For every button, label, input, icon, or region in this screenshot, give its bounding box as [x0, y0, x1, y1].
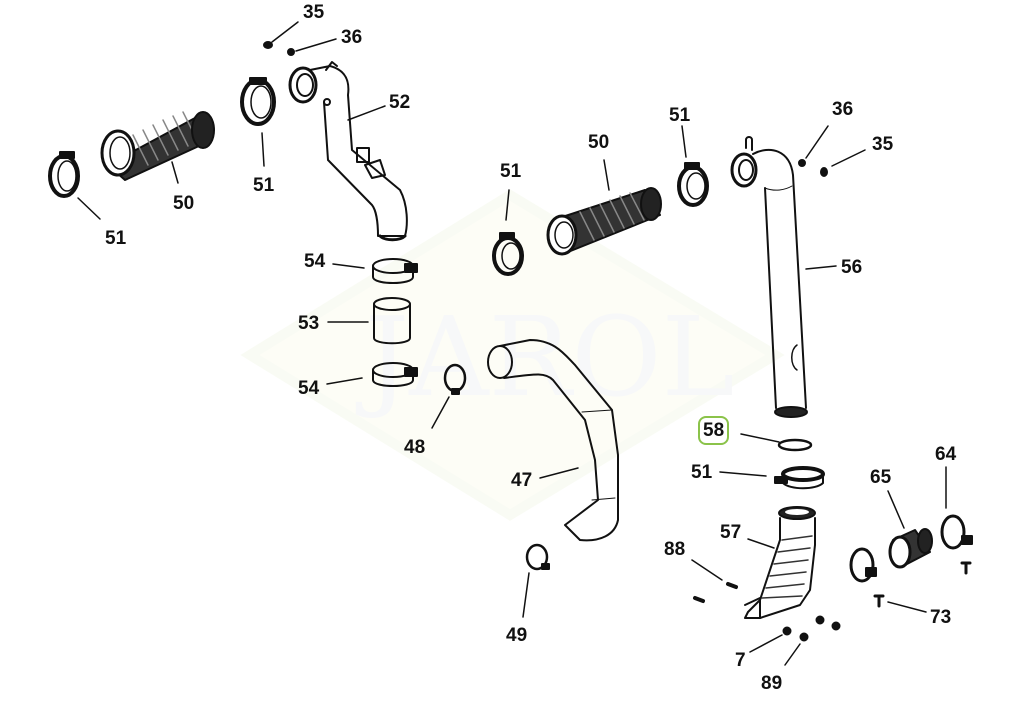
callout-50[interactable]: 50	[173, 193, 195, 214]
hose-clamp-part[interactable]	[677, 162, 709, 207]
callout-53[interactable]: 53	[298, 313, 320, 334]
screw-part[interactable]	[820, 167, 828, 177]
callout-89[interactable]: 89	[761, 673, 783, 694]
screw-part[interactable]	[263, 41, 273, 49]
hose-part[interactable]	[487, 339, 619, 542]
callout-51[interactable]: 51	[105, 228, 127, 249]
screw-part[interactable]	[873, 594, 885, 608]
corrugated-hose-part[interactable]	[100, 111, 215, 181]
pin-part[interactable]	[693, 596, 705, 603]
callout-51[interactable]: 51	[253, 175, 275, 196]
callout-47[interactable]: 47	[511, 470, 533, 491]
callout-51[interactable]: 51	[669, 105, 691, 126]
watermark-text: JAROL	[355, 293, 735, 421]
hose-clamp-part[interactable]	[48, 151, 80, 198]
hose-clamp-part[interactable]	[372, 258, 418, 284]
pipe-part[interactable]	[288, 61, 408, 242]
elbow-hose-part[interactable]	[744, 506, 816, 619]
callout-54[interactable]: 54	[298, 378, 320, 399]
pin-part[interactable]	[726, 582, 738, 589]
leader-lines	[77, 21, 947, 666]
nut-part[interactable]	[799, 632, 809, 642]
hose-clamp-part[interactable]	[525, 543, 550, 571]
callout-51[interactable]: 51	[691, 462, 713, 483]
callout-57[interactable]: 57	[720, 522, 742, 543]
coupler-part[interactable]	[888, 528, 933, 569]
sleeve-part[interactable]	[373, 297, 411, 345]
callout-64[interactable]: 64	[935, 444, 957, 465]
hose-clamp-part[interactable]	[492, 232, 524, 276]
nut-part[interactable]	[782, 626, 792, 636]
callout-54[interactable]: 54	[304, 251, 326, 272]
callout-65[interactable]: 65	[870, 467, 892, 488]
callout-88[interactable]: 88	[664, 539, 686, 560]
callout-50[interactable]: 50	[588, 132, 610, 153]
hose-clamp-part[interactable]	[372, 362, 418, 387]
callout-51[interactable]: 51	[500, 161, 522, 182]
watermark: JAROL	[240, 189, 785, 521]
hose-clamp-part[interactable]	[443, 363, 467, 395]
hose-clamp-part[interactable]	[849, 547, 877, 583]
hose-clamp-part[interactable]	[240, 77, 276, 126]
callout-48[interactable]: 48	[404, 437, 426, 458]
callout-73[interactable]: 73	[930, 607, 952, 628]
callout-52[interactable]: 52	[389, 92, 411, 113]
o-ring-part[interactable]	[777, 438, 813, 452]
screw-part[interactable]	[960, 561, 972, 575]
callout-58-highlighted[interactable]: 58	[697, 416, 730, 445]
nut-part[interactable]	[831, 621, 841, 631]
callout-36[interactable]: 36	[832, 99, 854, 120]
callout-56[interactable]: 56	[841, 257, 863, 278]
nut-part[interactable]	[815, 615, 825, 625]
hose-clamp-part[interactable]	[940, 514, 973, 550]
nut-part[interactable]	[287, 48, 295, 56]
nut-part[interactable]	[798, 159, 806, 167]
pipe-part[interactable]	[730, 136, 808, 418]
callout-7[interactable]: 7	[735, 650, 746, 671]
callout-36[interactable]: 36	[341, 27, 363, 48]
callout-35[interactable]: 35	[872, 134, 894, 155]
callout-49[interactable]: 49	[506, 625, 528, 646]
corrugated-hose-part[interactable]	[546, 187, 662, 256]
hose-clamp-part[interactable]	[774, 466, 825, 490]
callout-35[interactable]: 35	[303, 2, 325, 23]
